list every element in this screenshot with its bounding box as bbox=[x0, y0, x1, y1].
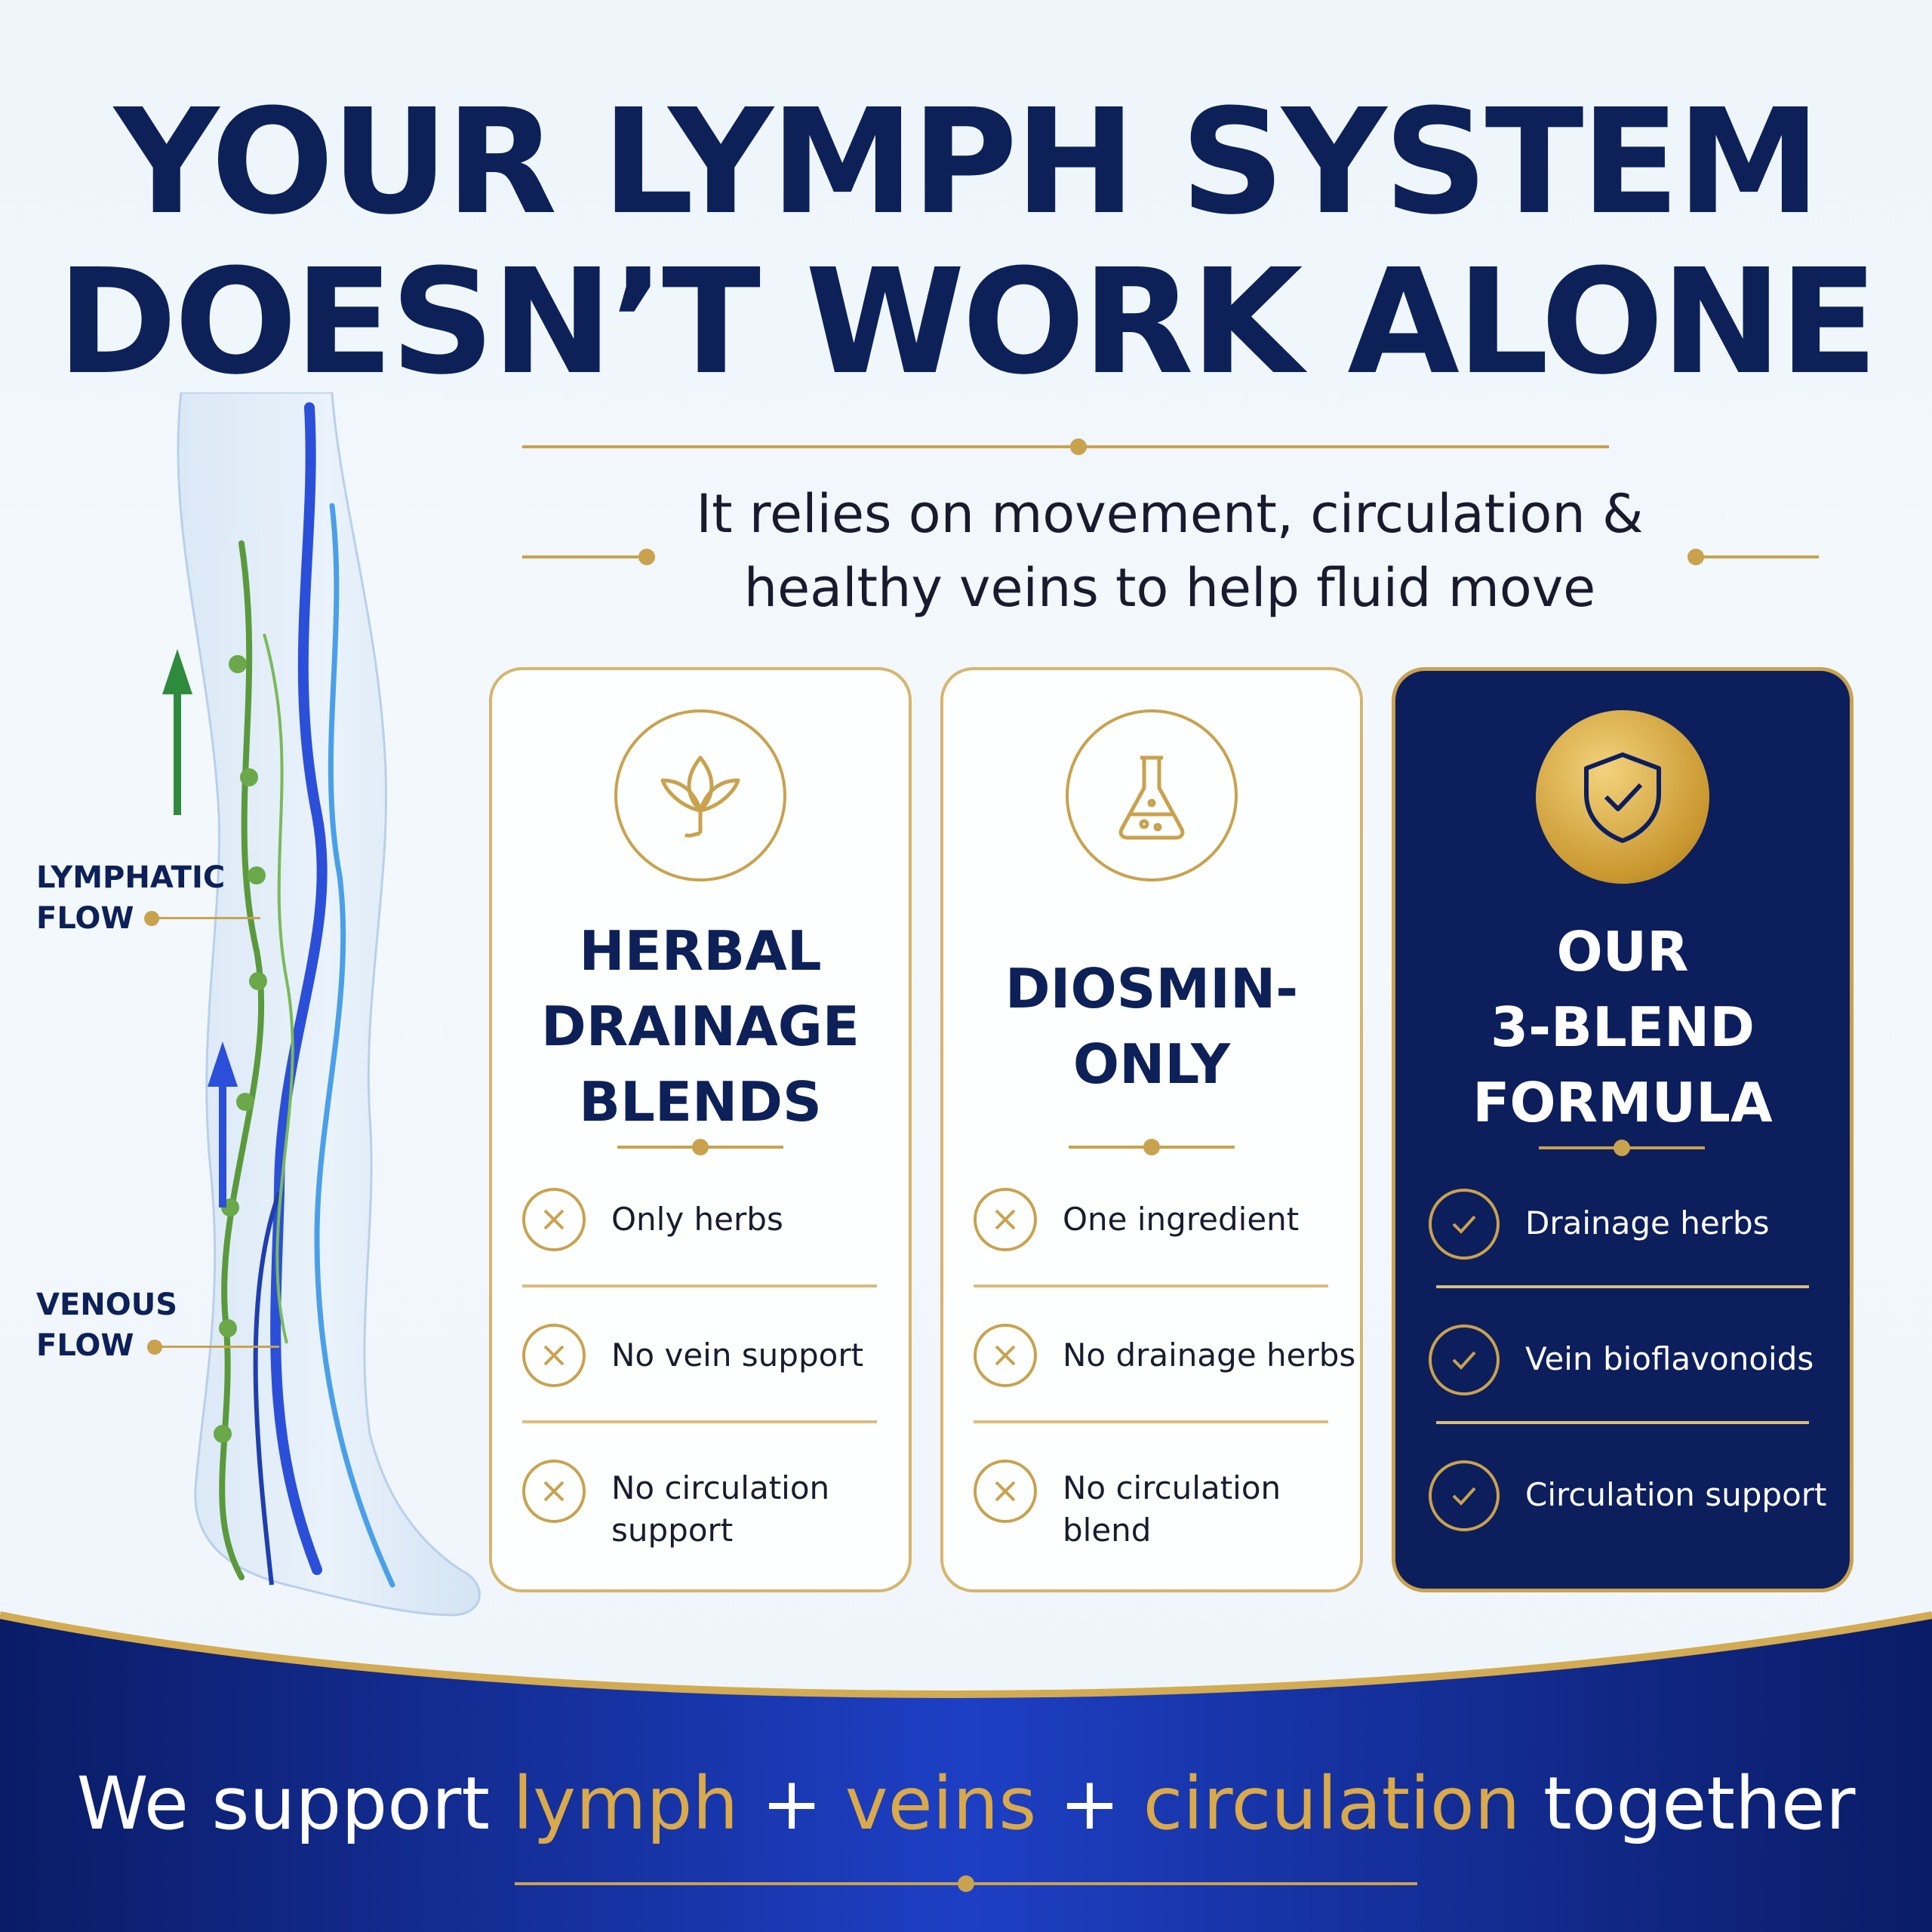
flask-icon bbox=[1066, 709, 1238, 881]
x-mark-icon bbox=[974, 1460, 1037, 1523]
card-3-title: OUR 3-BLEND FORMULA bbox=[1472, 920, 1773, 1134]
x-mark-icon bbox=[522, 1460, 586, 1523]
leg-illustration bbox=[162, 392, 481, 1617]
subtitle-right-dot bbox=[1687, 549, 1704, 565]
venous-flow-label: VENOUS FLOW bbox=[36, 1287, 178, 1363]
subtitle-left-dot bbox=[638, 549, 655, 565]
card-3-blend-formula: OUR 3-BLEND FORMULA Drainage herbs Vein … bbox=[1392, 667, 1854, 1592]
card-2-item-1: One ingredient bbox=[1063, 1201, 1300, 1238]
x-mark-icon bbox=[974, 1324, 1037, 1387]
venous-pointer-line bbox=[158, 1346, 279, 1348]
card-1-item-3: No circulation support bbox=[611, 1469, 830, 1549]
vein-branch bbox=[253, 1191, 281, 1586]
shield-check-icon bbox=[1536, 710, 1709, 884]
headline: YOUR LYMPH SYSTEM DOESN’T WORK ALONE bbox=[0, 83, 1932, 403]
card-2-item-2: No drainage herbs bbox=[1063, 1337, 1356, 1374]
check-mark-icon bbox=[1429, 1324, 1500, 1395]
top-divider bbox=[522, 445, 1609, 448]
footer-band bbox=[0, 1611, 1932, 1932]
x-mark-icon bbox=[522, 1324, 586, 1387]
headline-line-1: YOUR LYMPH SYSTEM bbox=[114, 78, 1821, 247]
vein-main bbox=[270, 402, 328, 1575]
vein-secondary bbox=[314, 503, 395, 1588]
card-2-item-3: No circulation blend bbox=[1063, 1469, 1281, 1549]
subtitle-line-1: It relies on movement, circulation & bbox=[696, 483, 1644, 545]
card-herbal-drainage: HERBAL DRAINAGE BLENDS Only herbs No vei… bbox=[489, 667, 912, 1592]
subtitle: It relies on movement, circulation & hea… bbox=[589, 477, 1751, 625]
lymph-branch bbox=[263, 633, 294, 1344]
check-mark-icon bbox=[1429, 1189, 1500, 1260]
card-2-title: DIOSMIN- ONLY bbox=[1004, 957, 1299, 1096]
card-3-item-1: Drainage herbs bbox=[1525, 1204, 1770, 1241]
card-3-item-3: Circulation support bbox=[1525, 1476, 1827, 1513]
x-mark-icon bbox=[522, 1188, 586, 1251]
lymph-nodes bbox=[214, 655, 267, 1443]
card-1-sep-2 bbox=[522, 1420, 877, 1423]
card-2-divider-dot bbox=[1143, 1139, 1160, 1155]
card-3-divider-dot bbox=[1614, 1140, 1630, 1156]
card-1-title: HERBAL DRAINAGE BLENDS bbox=[541, 919, 860, 1134]
lymphatic-flow-label: LYMPHATIC FLOW bbox=[36, 860, 226, 936]
footer-tagline: We support lymph + veins + circulation t… bbox=[76, 1761, 1856, 1846]
highlight-lymph: lymph bbox=[512, 1761, 739, 1846]
card-1-divider-dot bbox=[692, 1139, 709, 1155]
subtitle-left-rule bbox=[522, 555, 643, 558]
subtitle-line-2: healthy veins to help fluid move bbox=[743, 557, 1596, 619]
card-1-sep-1 bbox=[522, 1284, 877, 1287]
leaf-icon bbox=[614, 709, 786, 881]
footer-divider-dot bbox=[958, 1875, 974, 1892]
lymphatic-pointer-dot bbox=[144, 911, 159, 926]
card-1-item-2: No vein support bbox=[611, 1337, 864, 1374]
venous-pointer-dot bbox=[147, 1340, 162, 1355]
check-mark-icon bbox=[1429, 1460, 1500, 1531]
lymphatic-pointer-line bbox=[155, 917, 260, 919]
card-2-sep-1 bbox=[974, 1284, 1328, 1287]
card-3-sep-2 bbox=[1436, 1421, 1809, 1424]
highlight-veins: veins bbox=[844, 1761, 1037, 1846]
headline-line-2: DOESN’T WORK ALONE bbox=[57, 238, 1878, 407]
x-mark-icon bbox=[974, 1188, 1037, 1251]
card-3-item-2: Vein bioflavonoids bbox=[1525, 1340, 1814, 1377]
highlight-circulation: circulation bbox=[1143, 1761, 1521, 1846]
card-1-item-1: Only herbs bbox=[611, 1201, 783, 1238]
top-divider-dot bbox=[1070, 438, 1087, 455]
leg-silhouette bbox=[177, 392, 481, 1617]
card-diosmin-only: DIOSMIN- ONLY One ingredient No drainage… bbox=[940, 667, 1363, 1592]
subtitle-right-rule bbox=[1698, 555, 1819, 558]
card-3-sep-1 bbox=[1436, 1285, 1809, 1288]
card-2-sep-2 bbox=[974, 1420, 1328, 1423]
